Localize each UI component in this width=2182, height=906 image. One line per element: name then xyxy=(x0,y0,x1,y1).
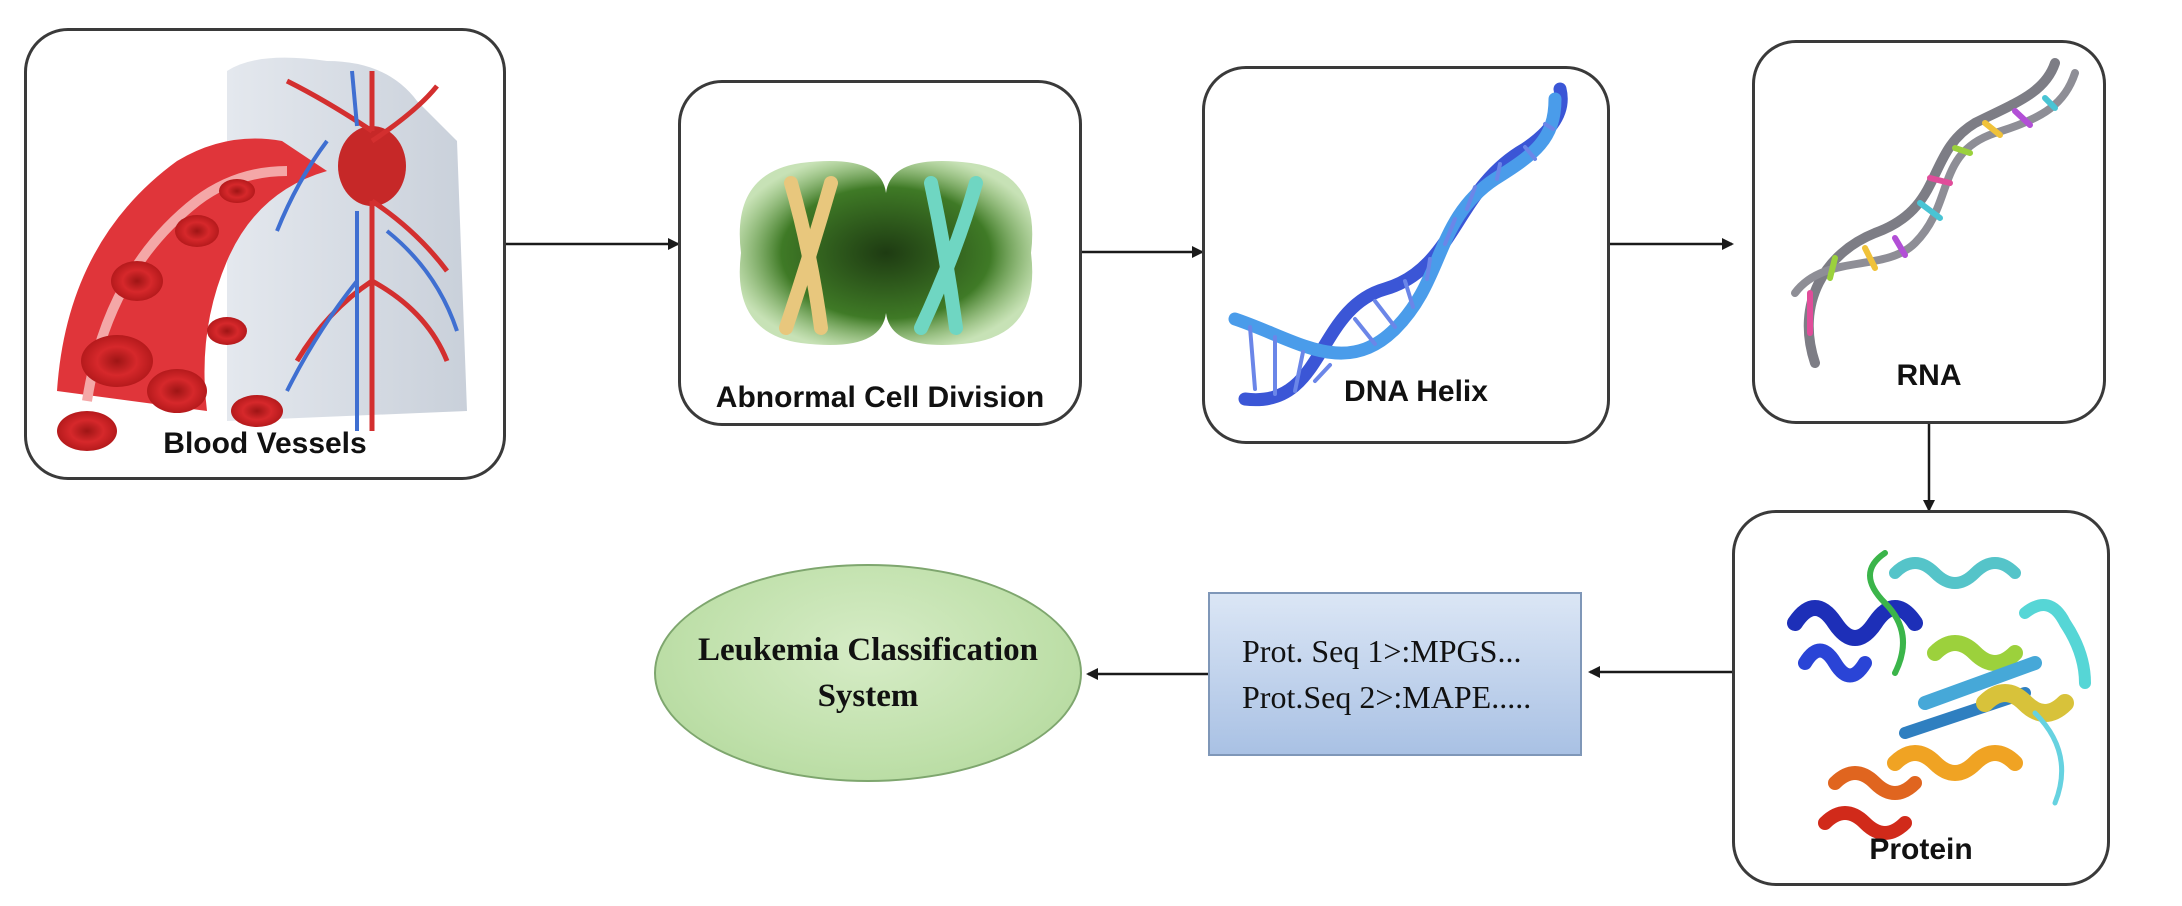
label-protein: Protein xyxy=(1869,833,1973,866)
node-rna: RNA xyxy=(1752,40,2106,424)
rna-strand-illustration-icon xyxy=(1791,58,2079,368)
node-abnormal-cell-division: Abnormal Cell Division xyxy=(678,80,1082,426)
node-protein-sequences: Prot. Seq 1>:MPGS... Prot.Seq 2>:MAPE...… xyxy=(1208,592,1582,756)
node-dna-helix: DNA Helix xyxy=(1202,66,1610,444)
sequence-line-1: Prot. Seq 1>:MPGS... xyxy=(1242,633,1522,669)
label-rna: RNA xyxy=(1896,359,1962,392)
label-dna-helix: DNA Helix xyxy=(1344,375,1488,408)
sequence-line-2: Prot.Seq 2>:MAPE..... xyxy=(1242,679,1532,715)
label-blood-vessels: Blood Vessels xyxy=(163,427,367,460)
classifier-label-line-1: Leukemia Classification xyxy=(697,632,1039,668)
dna-helix-illustration-icon xyxy=(1228,82,1568,407)
node-leukemia-classification-system: Leukemia Classification System xyxy=(654,564,1082,782)
label-abnormal-cell-division: Abnormal Cell Division xyxy=(715,381,1045,414)
protein-structure-illustration-icon xyxy=(1787,550,2091,840)
blood-vessels-illustration-icon xyxy=(57,57,467,451)
node-protein: Protein xyxy=(1732,510,2110,886)
classifier-label-line-2: System xyxy=(817,678,919,714)
chromosome-cell-illustration-icon xyxy=(739,161,1033,345)
node-blood-vessels: Blood Vessels xyxy=(24,28,506,480)
